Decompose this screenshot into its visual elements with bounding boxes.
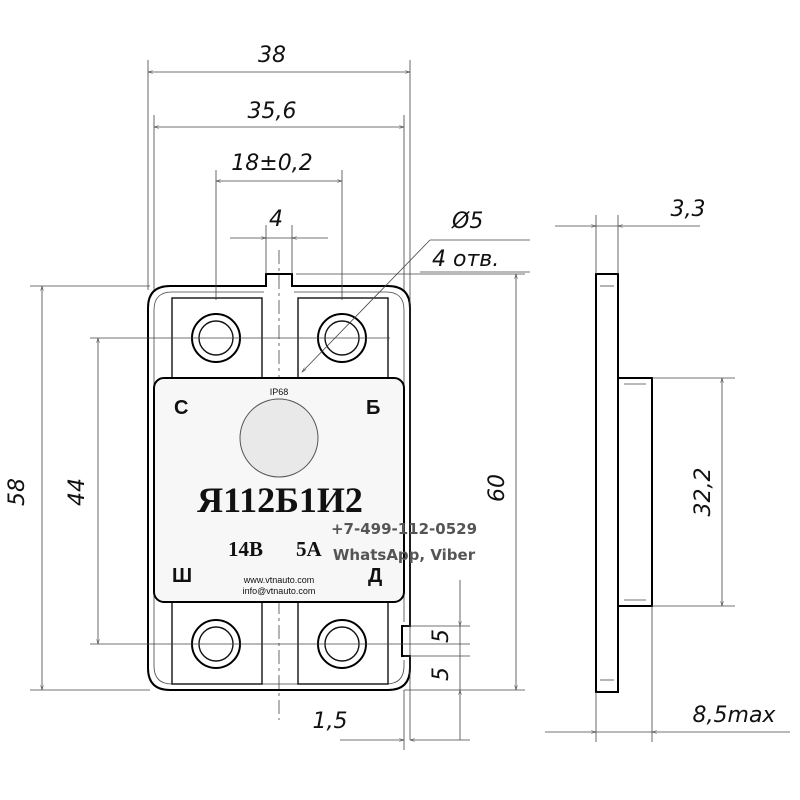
regulator-outline — [147, 273, 411, 691]
side-view — [545, 215, 790, 742]
email-text: info@vtnauto.com — [243, 586, 316, 596]
dim-offset: 1,5 — [313, 709, 348, 734]
terminal-pad-bottom-left — [171, 599, 263, 685]
front-view: IP68 С Б Я112Б1И2 14В 5А Ш Д www.vtnauto… — [90, 170, 470, 720]
contact-phone: +7-499-112-0529 — [331, 520, 477, 538]
dim-width-overall: 38 — [258, 43, 286, 68]
terminal-label-c: С — [174, 397, 188, 419]
website-text: www.vtnauto.com — [243, 575, 315, 585]
dim-plate-thickness: 3,3 — [671, 197, 706, 222]
terminal-label-sh: Ш — [172, 565, 192, 587]
dim-hole-count: 4 отв. — [432, 247, 499, 272]
dimension-lines — [30, 60, 530, 750]
terminal-label-b: Б — [366, 397, 380, 419]
model-name: Я112Б1И2 — [197, 480, 363, 520]
current-rating: 5А — [296, 537, 323, 561]
terminal-pad-top-left — [171, 297, 263, 383]
dim-slot-width: 4 — [269, 207, 283, 232]
dim-tab-upper: 5 — [429, 629, 454, 643]
contact-messengers: WhatsApp, Viber — [333, 546, 476, 564]
terminal-pad-bottom-right — [297, 599, 389, 685]
side-plate — [595, 273, 619, 693]
label-center-circle — [239, 398, 319, 478]
voltage-rating: 14В — [228, 537, 263, 561]
dim-depth-max: 8,5max — [693, 703, 777, 728]
dim-tab-lower: 5 — [429, 667, 454, 681]
dim-hole-spacing-vertical: 44 — [65, 478, 90, 506]
ip-rating: IP68 — [270, 387, 289, 397]
dim-terminal-spacing: 18±0,2 — [231, 151, 312, 176]
dim-width-inner: 35,6 — [248, 99, 297, 124]
label-plate — [153, 377, 405, 603]
side-body — [617, 377, 653, 607]
terminal-label-d: Д — [368, 565, 382, 587]
dim-height-total: 60 — [485, 474, 510, 502]
terminal-pad-top-right — [297, 297, 389, 383]
dim-hole-diameter: Ø5 — [451, 209, 483, 234]
dim-height-overall: 58 — [5, 478, 30, 506]
contact-overlay: +7-499-112-0529 WhatsApp, Viber — [331, 520, 477, 564]
dim-body-height: 32,2 — [691, 468, 716, 517]
